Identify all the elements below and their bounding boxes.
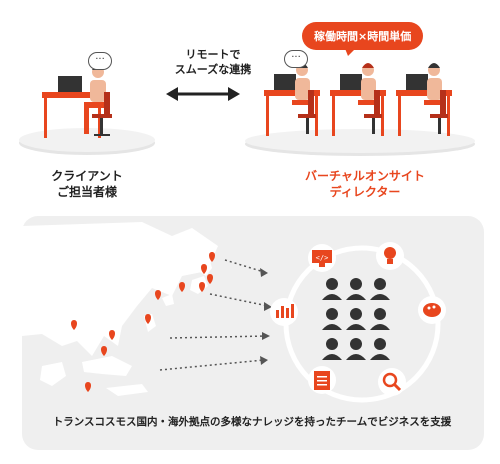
map-pin-icon <box>71 320 77 330</box>
design-palette-icon <box>418 296 446 324</box>
pricing-bubble-text: 稼働時間×時間単価 <box>314 30 412 43</box>
client-laptop <box>58 76 82 92</box>
client-label: クライアント ご担当者様 <box>22 168 152 200</box>
client-speech-dots: ··· <box>95 54 105 65</box>
pricing-bubble: 稼働時間×時間単価 <box>302 22 424 50</box>
map-pin-icon <box>109 330 115 340</box>
director-label: バーチャルオンサイト ディレクター <box>290 168 440 200</box>
map-pin-icon <box>179 282 185 292</box>
client-chair <box>104 92 110 118</box>
team-circle: </> <box>270 242 446 403</box>
person-icon <box>322 338 342 360</box>
client-label-line2: ご担当者様 <box>56 185 117 199</box>
team-members <box>322 278 390 360</box>
client-label-line1: クライアント <box>51 169 123 183</box>
bidirectional-arrow-icon <box>166 87 240 101</box>
pricing-bubble-tail <box>344 46 358 56</box>
asia-map <box>22 222 218 396</box>
connection-label-line1: リモートで <box>185 48 241 61</box>
svg-text:</>: </> <box>316 254 329 262</box>
person-icon <box>370 278 390 300</box>
map-pin-icon <box>85 382 91 392</box>
search-icon <box>378 368 406 396</box>
director-speech-dots: ··· <box>291 52 301 63</box>
connection-label-line2: スムーズな連携 <box>174 63 252 76</box>
director-illustration <box>245 63 475 156</box>
person-icon <box>370 338 390 360</box>
client-speech-bubble: ··· <box>88 52 112 70</box>
director-label-line1: バーチャルオンサイト <box>305 169 425 183</box>
location-pins <box>71 252 215 392</box>
idea-icon <box>376 242 404 270</box>
dotted-arrows <box>159 259 272 371</box>
map-pin-icon <box>201 264 207 274</box>
map-pin-icon <box>207 274 213 284</box>
map-pin-icon <box>101 346 107 356</box>
person-icon <box>346 308 366 330</box>
person-icon <box>346 338 366 360</box>
analytics-icon <box>270 298 298 326</box>
map-pin-icon <box>199 282 205 292</box>
map-pin-icon <box>145 314 151 324</box>
person-icon <box>322 308 342 330</box>
panel-caption: トランスコスモス国内・海外拠点の多様なナレッジを持ったチームでビジネスを支援 <box>52 416 452 428</box>
map-pin-icon <box>209 252 215 262</box>
web-dev-icon: </> <box>308 244 336 272</box>
person-icon <box>370 308 390 330</box>
person-icon <box>322 278 342 300</box>
director-label-line2: ディレクター <box>329 185 401 199</box>
person-icon <box>346 278 366 300</box>
client-desk <box>42 92 104 98</box>
client-person <box>90 80 106 102</box>
map-pin-icon <box>155 290 161 300</box>
document-icon <box>308 366 336 394</box>
client-illustration <box>19 65 155 155</box>
director-speech-bubble: ··· <box>284 50 308 68</box>
connection-label: リモートで スムーズな連携 <box>168 47 258 77</box>
